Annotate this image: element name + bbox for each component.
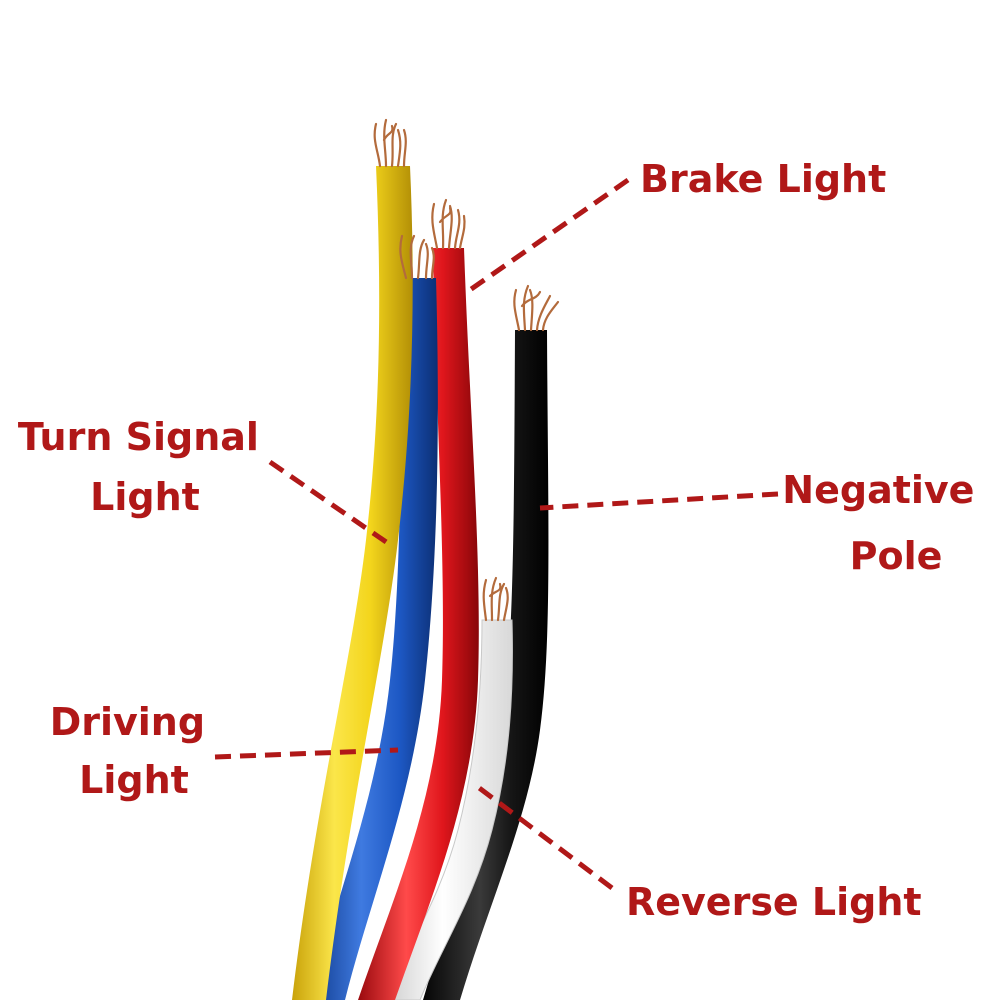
- black-wire: [423, 330, 549, 1000]
- brake-light-label-line-1: Brake Light: [640, 157, 886, 201]
- labels: Brake Light Turn Signal Light Negative P…: [18, 157, 987, 924]
- leader-lines: [214, 177, 779, 890]
- negative-pole-label-line-1: Negative: [782, 468, 974, 512]
- black-wire-copper-strands: [513, 284, 560, 332]
- white-wire-copper-strands: [482, 576, 509, 622]
- yellow-wire-copper-strands: [373, 118, 407, 168]
- brake-light-leader: [465, 177, 630, 295]
- white-wire: [385, 619, 513, 1000]
- driving-light-label: Driving Light: [50, 700, 219, 802]
- brake-light-label: Brake Light: [640, 157, 886, 201]
- turn-signal-label-line-2: Light: [90, 475, 200, 519]
- driving-light-leader: [214, 747, 399, 760]
- driving-light-label-line-1: Driving: [50, 700, 205, 744]
- turn-signal-label: Turn Signal Light: [18, 415, 272, 519]
- negative-pole-label-line-2: Pole: [850, 534, 943, 578]
- driving-light-label-line-2: Light: [79, 758, 189, 802]
- reverse-light-leader: [472, 782, 614, 890]
- blue-wire-copper-strands: [399, 234, 435, 280]
- reverse-light-label-line-1: Reverse Light: [626, 880, 922, 924]
- turn-signal-label-line-1: Turn Signal: [18, 415, 259, 459]
- red-wire: [358, 248, 479, 1000]
- reverse-light-label: Reverse Light: [626, 880, 922, 924]
- red-wire-copper-strands: [431, 198, 466, 250]
- negative-pole-label: Negative Pole: [782, 468, 987, 578]
- negative-pole-leader: [539, 491, 779, 511]
- yellow-wire: [292, 166, 413, 1000]
